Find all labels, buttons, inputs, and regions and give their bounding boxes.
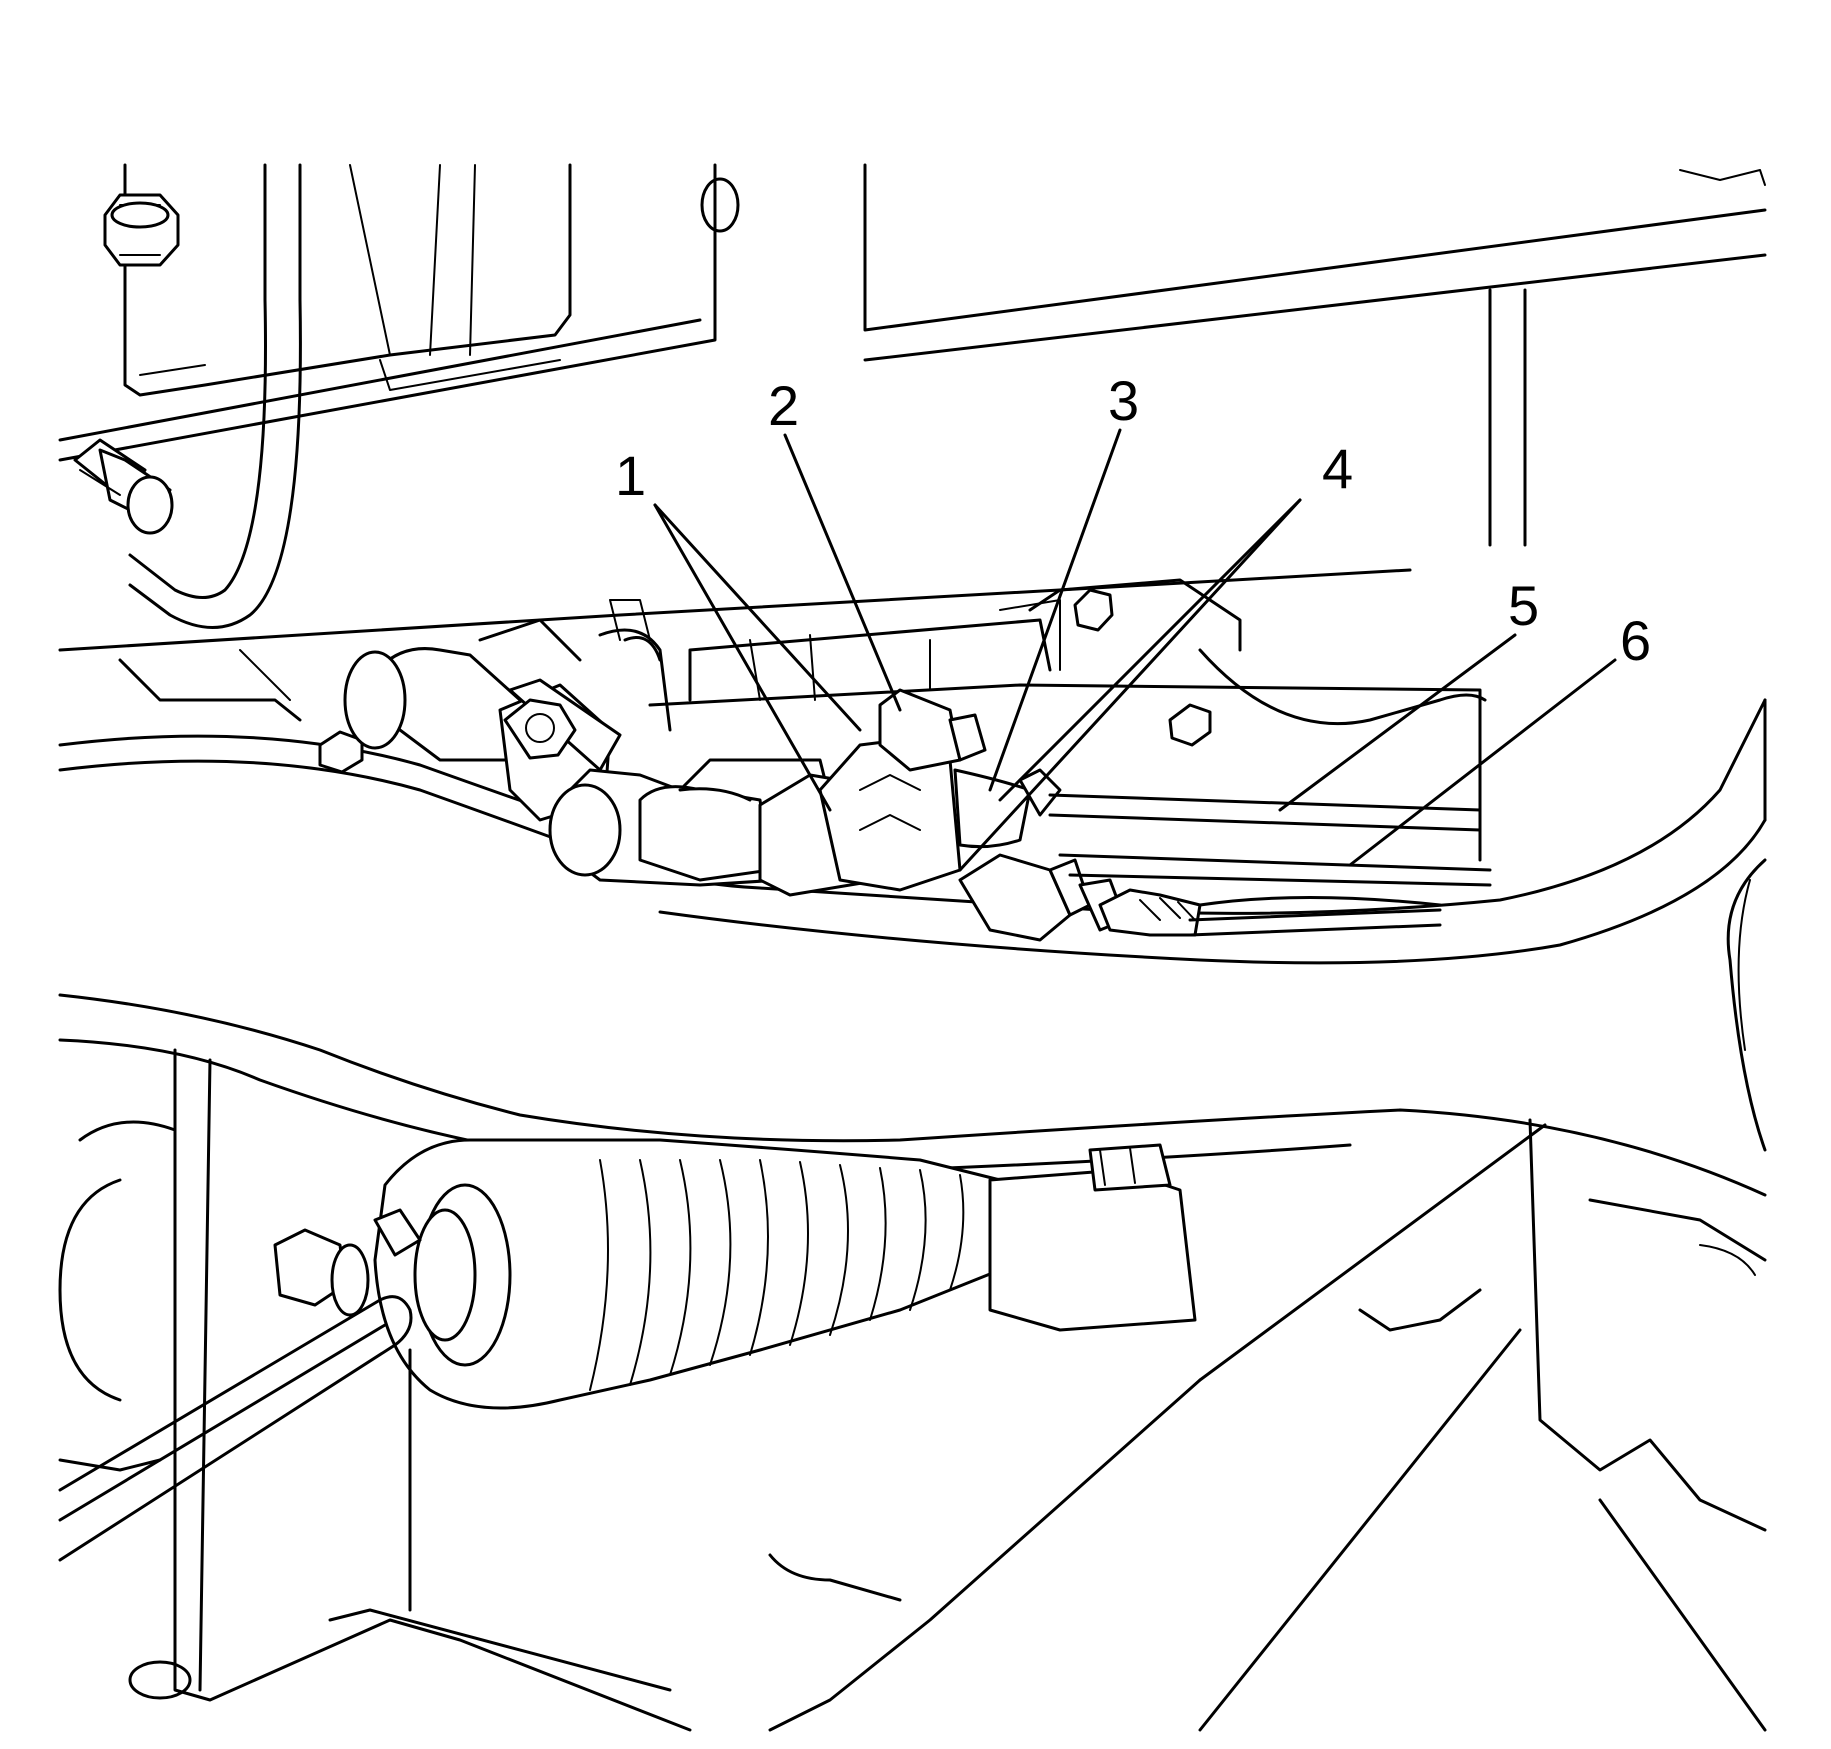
callout-4: 4 xyxy=(1322,437,1353,500)
lower-beam xyxy=(58,858,1767,1197)
leader-line-4b xyxy=(958,498,1302,872)
leader-line-2 xyxy=(783,433,902,712)
steering-boot-and-tie-rod xyxy=(58,1138,1197,1562)
leader-line-4a xyxy=(998,498,1302,802)
upper-frame xyxy=(58,163,1767,547)
callout-5: 5 xyxy=(1508,574,1539,637)
callout-2: 2 xyxy=(768,374,799,437)
leader-lines xyxy=(653,428,1617,872)
callouts: 1 2 3 4 5 6 xyxy=(615,369,1651,672)
leader-line-6 xyxy=(1348,658,1617,867)
leader-line-1a xyxy=(653,503,832,812)
leader-line-5 xyxy=(1278,633,1517,812)
callout-6: 6 xyxy=(1620,609,1651,672)
leader-line-3 xyxy=(988,428,1122,792)
lower-structure xyxy=(58,1048,1767,1732)
callout-1: 1 xyxy=(615,444,646,507)
callout-3: 3 xyxy=(1108,369,1139,432)
brake-line xyxy=(73,163,302,629)
leader-line-1b xyxy=(653,503,862,732)
